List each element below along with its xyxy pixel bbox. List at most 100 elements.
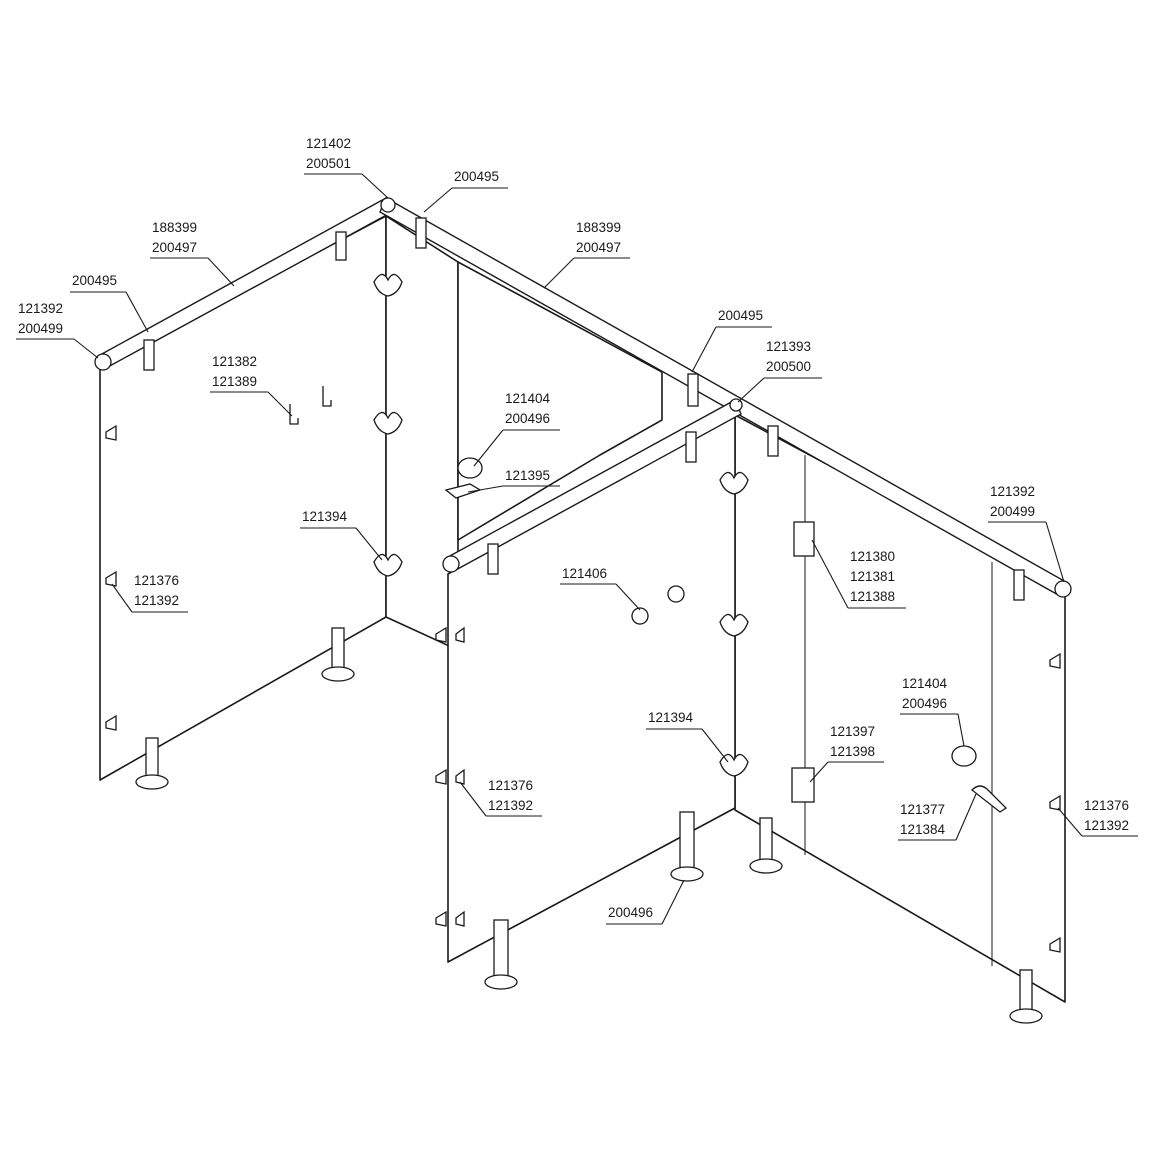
- pedestal-foot: [749, 817, 783, 874]
- callout-121380-121381-121388: 121380 121381 121388: [811, 539, 906, 609]
- callout-label: 121393: [766, 339, 811, 354]
- callout-label: 200495: [718, 308, 763, 323]
- bracket: [105, 424, 117, 441]
- callout-label: 121392: [18, 301, 63, 316]
- bracket: [719, 613, 749, 637]
- callout-label: 121384: [900, 822, 946, 837]
- callout-121392-200499-left: 121392 200499: [16, 301, 99, 359]
- pedestal-foot: [135, 737, 169, 790]
- bracket: [373, 273, 403, 297]
- door-stop: [667, 585, 685, 603]
- callout-label: 121389: [212, 374, 257, 389]
- callout-200496-bottom: 200496: [606, 879, 685, 925]
- callout-label: 121394: [648, 710, 694, 725]
- callout-label: 121397: [830, 724, 875, 739]
- bracket: [1049, 652, 1061, 669]
- callout-121376-121392-middle: 121376 121392: [459, 778, 542, 817]
- rail-clip: [487, 543, 499, 575]
- headrails: [94, 197, 1072, 598]
- bracket: [719, 471, 749, 495]
- callout-label: 200501: [306, 156, 351, 171]
- callout-label: 121392: [990, 484, 1035, 499]
- callout-label: 188399: [152, 220, 197, 235]
- rail-clip: [415, 217, 427, 249]
- rail-end-cap-front: [442, 555, 460, 573]
- rail-clip: [685, 431, 697, 463]
- rail-clip: [335, 231, 347, 261]
- bracket: [435, 626, 465, 643]
- callout-200495-top: 200495: [423, 169, 508, 213]
- callout-label: 121377: [900, 802, 945, 817]
- callout-label: 121392: [134, 593, 179, 608]
- callout-label: 121402: [306, 136, 351, 151]
- callout-121377-121384: 121377 121384: [898, 793, 977, 841]
- callout-label: 121382: [212, 354, 257, 369]
- callout-label: 200499: [990, 504, 1035, 519]
- rail-clip: [1013, 569, 1025, 601]
- rail-clip: [143, 339, 155, 371]
- callout-121395: 121395: [467, 468, 560, 493]
- pedestal-foot: [670, 811, 704, 882]
- rail-corner-mid: [729, 398, 743, 412]
- hinge-top: [793, 521, 815, 557]
- callout-label: 121381: [850, 569, 895, 584]
- callout-121392-200499-right: 121392 200499: [988, 484, 1065, 583]
- callout-label: 121376: [488, 778, 533, 793]
- coat-hook: [322, 386, 332, 407]
- rail-clips: [143, 217, 1025, 601]
- pedestal-feet: [135, 627, 1043, 1024]
- callout-label: 121406: [562, 566, 607, 581]
- callout-121402-200501: 121402 200501: [304, 136, 389, 199]
- bracket: [1049, 936, 1061, 953]
- callout-121397-121398: 121397 121398: [809, 724, 884, 783]
- rail-corner-top: [380, 197, 396, 213]
- callout-121382-121389: 121382 121389: [210, 354, 293, 417]
- callout-label: 188399: [576, 220, 621, 235]
- callout-label: 121395: [505, 468, 550, 483]
- pedestal-foot: [1009, 969, 1043, 1024]
- callout-label: 121376: [134, 573, 179, 588]
- callout-121393-200500: 121393 200500: [737, 339, 822, 403]
- callout-121406: 121406: [560, 566, 641, 611]
- bracket: [435, 768, 465, 785]
- callout-label: 121398: [830, 744, 875, 759]
- callout-label: 121404: [902, 676, 948, 691]
- hinge-bottom: [791, 767, 815, 803]
- door-latch: [971, 785, 1008, 813]
- callout-label: 200495: [72, 273, 117, 288]
- callout-200495-right: 200495: [691, 308, 772, 373]
- bracket: [105, 570, 117, 587]
- callout-121394-left: 121394: [300, 509, 383, 561]
- callout-label: 200496: [608, 905, 653, 920]
- rail-clip: [687, 373, 699, 407]
- callout-label: 121394: [302, 509, 348, 524]
- callout-label: 200497: [152, 240, 197, 255]
- bracket: [373, 553, 403, 577]
- callout-label: 200497: [576, 240, 621, 255]
- callout-121376-121392-left: 121376 121392: [111, 573, 188, 613]
- callout-121394-right: 121394: [646, 710, 729, 763]
- left-stall: [99, 215, 663, 781]
- bracket: [105, 714, 117, 731]
- callout-label: 200496: [505, 411, 550, 426]
- rail-end-cap-left: [94, 353, 112, 371]
- callout-label: 121376: [1084, 798, 1129, 813]
- bracket: [435, 910, 465, 927]
- callout-label: 200499: [18, 321, 63, 336]
- callout-121404-200496-right: 121404 200496: [900, 676, 965, 747]
- callout-label: 121380: [850, 549, 895, 564]
- left-side-panel: [99, 215, 387, 781]
- callout-label: 200500: [766, 359, 811, 374]
- coat-hook-right: [951, 745, 977, 767]
- door-stop: [631, 607, 649, 625]
- callout-label: 200496: [902, 696, 947, 711]
- callout-188399-200497-right: 188399 200497: [543, 220, 630, 289]
- callout-188399-200497-left: 188399 200497: [150, 220, 235, 287]
- callout-200495-left: 200495: [70, 273, 149, 333]
- right-stall: [447, 409, 1066, 1003]
- rail-clip: [767, 425, 779, 457]
- callout-label: 121392: [1084, 818, 1129, 833]
- callout-121404-200496-left: 121404 200496: [473, 391, 560, 467]
